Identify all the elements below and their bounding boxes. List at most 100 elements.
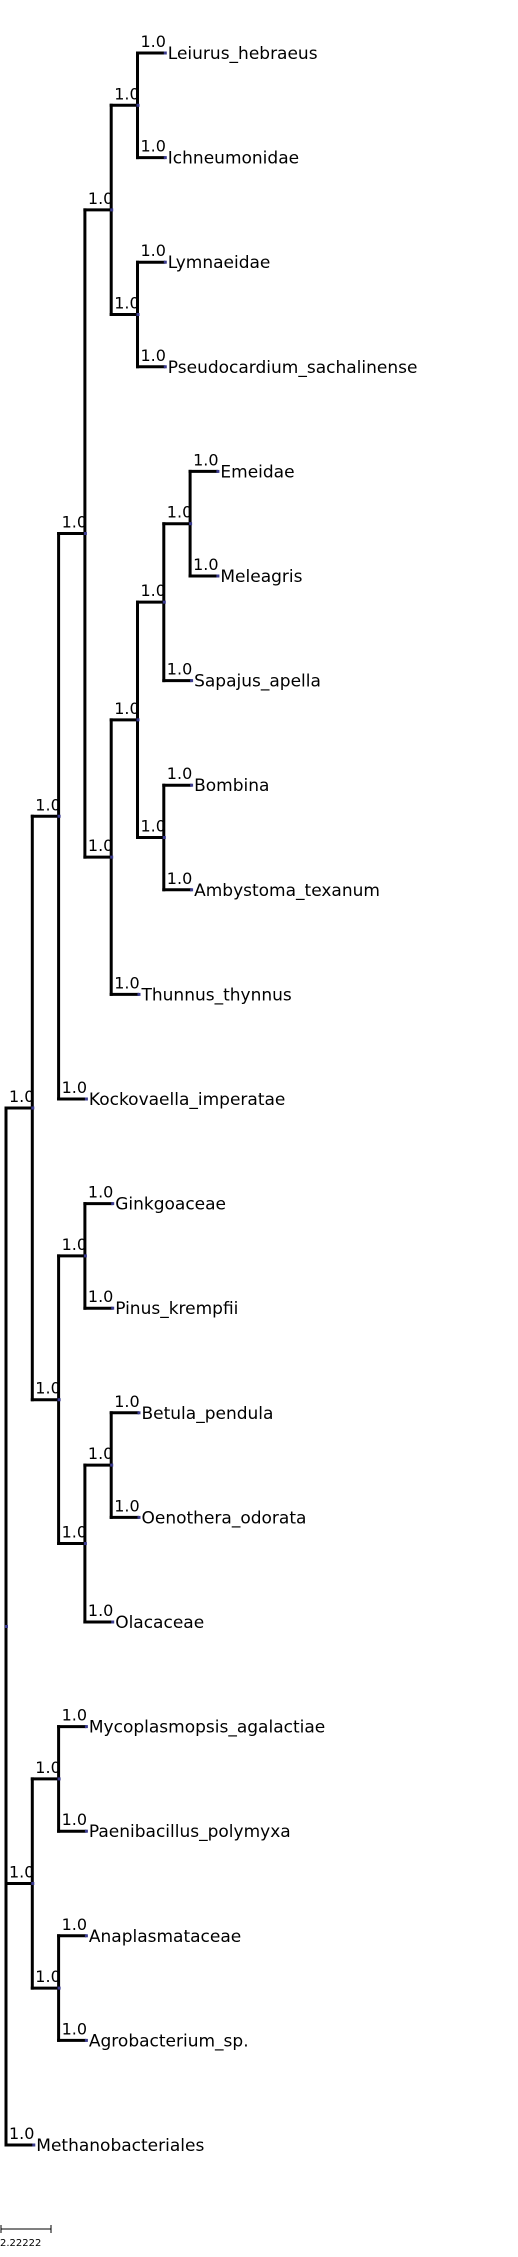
internal-node-dot bbox=[136, 313, 140, 316]
support-value: 1.0 bbox=[62, 1706, 87, 1725]
internal-node-dot bbox=[57, 1986, 61, 1990]
leaf-node-dot bbox=[111, 1620, 115, 1624]
support-value: 1.0 bbox=[88, 836, 113, 855]
support-value: 1.0 bbox=[62, 1810, 87, 1829]
internal-node-dot bbox=[57, 1398, 61, 1402]
leaf-node-dot bbox=[84, 1934, 88, 1938]
leaf-node-dot bbox=[32, 2143, 36, 2147]
support-value: 1.0 bbox=[114, 294, 139, 313]
leaf-node-dot bbox=[111, 1202, 115, 1206]
support-value: 1.0 bbox=[62, 1523, 87, 1542]
taxon-label: Emeidae bbox=[220, 462, 294, 482]
support-value: 1.0 bbox=[62, 1078, 87, 1097]
support-value: 1.0 bbox=[62, 1915, 87, 1934]
leaf-node-dot bbox=[190, 888, 194, 892]
support-value: 1.0 bbox=[9, 1863, 34, 1882]
internal-node-dot bbox=[162, 600, 166, 604]
taxon-label: Sapajus_apella bbox=[194, 672, 321, 692]
internal-node-dot bbox=[83, 1254, 87, 1258]
taxon-label: Bombina bbox=[194, 776, 269, 796]
support-value: 1.0 bbox=[114, 84, 139, 103]
leaf-node-dot bbox=[111, 1306, 115, 1310]
internal-node-dot bbox=[162, 836, 166, 839]
taxon-label: Meleagris bbox=[220, 567, 302, 587]
support-value: 1.0 bbox=[9, 2124, 34, 2143]
internal-node-dot bbox=[189, 522, 193, 526]
leaf-node-dot bbox=[84, 2038, 88, 2042]
support-value: 1.0 bbox=[88, 1287, 113, 1306]
leaf-node-dot bbox=[163, 51, 167, 55]
taxon-label: Kockovaella_imperatae bbox=[89, 1090, 285, 1110]
support-value: 1.0 bbox=[114, 1392, 139, 1411]
internal-node-dot bbox=[83, 532, 87, 536]
support-value: 1.0 bbox=[114, 699, 139, 718]
taxon-label: Leiurus_hebraeus bbox=[168, 44, 318, 64]
support-value: 1.0 bbox=[35, 1758, 60, 1777]
support-value: 1.0 bbox=[167, 764, 192, 783]
internal-node-dot bbox=[57, 814, 61, 818]
leaf-node-dot bbox=[163, 156, 167, 160]
support-value: 1.0 bbox=[141, 817, 166, 836]
taxon-label: Anaplasmataceae bbox=[89, 1927, 241, 1947]
leaf-node-dot bbox=[84, 1097, 88, 1101]
support-value: 1.0 bbox=[141, 346, 166, 365]
support-value: 1.0 bbox=[35, 1967, 60, 1986]
leaf-node-dot bbox=[190, 783, 194, 787]
leaf-node-dot bbox=[137, 1411, 141, 1415]
support-value: 1.0 bbox=[167, 660, 192, 679]
internal-node-dot bbox=[5, 1624, 8, 1628]
internal-node-dot bbox=[136, 718, 140, 722]
taxon-label: Ambystoma_texanum bbox=[194, 881, 380, 901]
support-value: 1.0 bbox=[88, 1601, 113, 1620]
internal-node-dot bbox=[110, 208, 114, 212]
taxon-label: Mycoplasmopsis_agalactiae bbox=[89, 1718, 325, 1738]
leaf-node-dot bbox=[137, 1515, 141, 1519]
taxon-label: Agrobacterium_sp. bbox=[89, 2031, 249, 2051]
tree-labels: 1.01.01.01.01.01.0Leiurus_hebraeus1.0Ich… bbox=[9, 32, 417, 2156]
support-value: 1.0 bbox=[167, 503, 192, 522]
support-value: 1.0 bbox=[193, 450, 218, 469]
leaf-node-dot bbox=[216, 574, 220, 578]
support-value: 1.0 bbox=[141, 581, 166, 600]
support-value: 1.0 bbox=[62, 2019, 87, 2038]
internal-node-dot bbox=[136, 103, 140, 107]
taxon-label: Ginkgoaceae bbox=[115, 1195, 226, 1215]
support-value: 1.0 bbox=[35, 1379, 60, 1398]
support-value: 1.0 bbox=[114, 973, 139, 992]
taxon-label: Lymnaeidae bbox=[168, 253, 271, 273]
leaf-node-dot bbox=[216, 469, 220, 473]
support-value: 1.0 bbox=[35, 795, 60, 814]
taxon-label: Betula_pendula bbox=[142, 1404, 274, 1424]
support-value: 1.0 bbox=[9, 1087, 34, 1106]
internal-node-dot bbox=[110, 855, 114, 859]
leaf-node-dot bbox=[84, 1725, 88, 1729]
taxon-label: Paenibacillus_polymyxa bbox=[89, 1822, 291, 1842]
taxon-label: Thunnus_thynnus bbox=[141, 985, 292, 1005]
support-value: 1.0 bbox=[88, 189, 113, 208]
support-value: 1.0 bbox=[141, 32, 166, 51]
internal-node-dot bbox=[110, 1463, 114, 1467]
support-value: 1.0 bbox=[114, 1496, 139, 1515]
taxon-label: Pinus_krempfii bbox=[115, 1299, 238, 1319]
leaf-node-dot bbox=[163, 365, 167, 369]
tree-branches bbox=[4, 51, 220, 2147]
taxon-label: Oenothera_odorata bbox=[142, 1508, 307, 1528]
support-value: 1.0 bbox=[88, 1183, 113, 1202]
leaf-node-dot bbox=[163, 260, 167, 264]
leaf-node-dot bbox=[137, 992, 141, 996]
taxon-label: Pseudocardium_sachalinense bbox=[168, 358, 418, 378]
support-value: 1.0 bbox=[141, 137, 166, 156]
support-value: 1.0 bbox=[193, 555, 218, 574]
internal-node-dot bbox=[83, 1542, 87, 1546]
support-value: 1.0 bbox=[62, 513, 87, 532]
support-value: 1.0 bbox=[141, 241, 166, 260]
internal-node-dot bbox=[31, 1106, 35, 1110]
support-value: 1.0 bbox=[62, 1235, 87, 1254]
taxon-label: Methanobacteriales bbox=[36, 2136, 204, 2156]
internal-node-dot bbox=[31, 1882, 35, 1885]
leaf-node-dot bbox=[84, 1829, 88, 1833]
scale-bar-label: 2.22222 bbox=[0, 2238, 41, 2249]
support-value: 1.0 bbox=[88, 1444, 113, 1463]
support-value: 1.0 bbox=[167, 869, 192, 888]
